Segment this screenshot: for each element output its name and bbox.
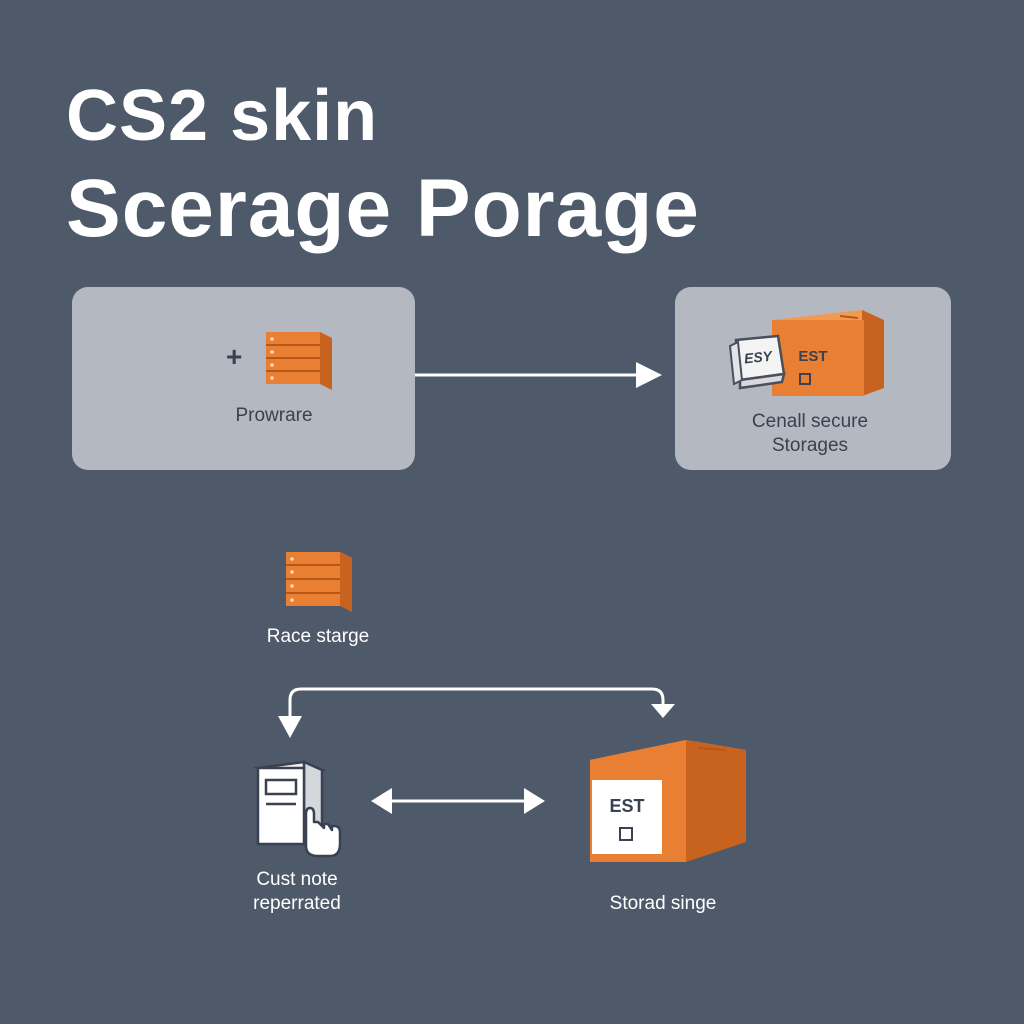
central-storage-label-line-2: Storages — [771, 435, 849, 456]
arrow-bidirectional — [371, 788, 545, 814]
plus-icon: + — [226, 341, 243, 372]
prowrare-panel — [72, 287, 415, 470]
diagram-title-line-1: CS2 skin — [66, 76, 379, 156]
cust-note-label-line-1: Cust note — [256, 869, 338, 890]
drive-card-text: ESY — [743, 347, 773, 367]
diagram-title-line-2: Scerage Porage — [66, 163, 700, 254]
server-rack-icon — [266, 332, 332, 390]
drive-card-icon — [728, 334, 786, 390]
arrow-prowrare-to-central — [415, 362, 662, 388]
server-rack-icon — [286, 552, 352, 612]
computer-tower-hand-icon — [253, 760, 342, 858]
central-storage-label-line-1: Cenall secure — [751, 411, 869, 432]
arrow-loop-top — [278, 687, 675, 738]
storad-box-text: EST — [609, 796, 645, 816]
central-box-text: EST — [798, 348, 828, 365]
storage-box-icon — [772, 310, 884, 396]
cust-note-label-line-2: reperrated — [253, 893, 341, 914]
storad-singe-label: Storad singe — [609, 893, 717, 914]
race-storage-label: Race starge — [266, 626, 370, 647]
prowrare-label: Prowrare — [235, 405, 313, 426]
storage-box-icon — [590, 740, 746, 862]
